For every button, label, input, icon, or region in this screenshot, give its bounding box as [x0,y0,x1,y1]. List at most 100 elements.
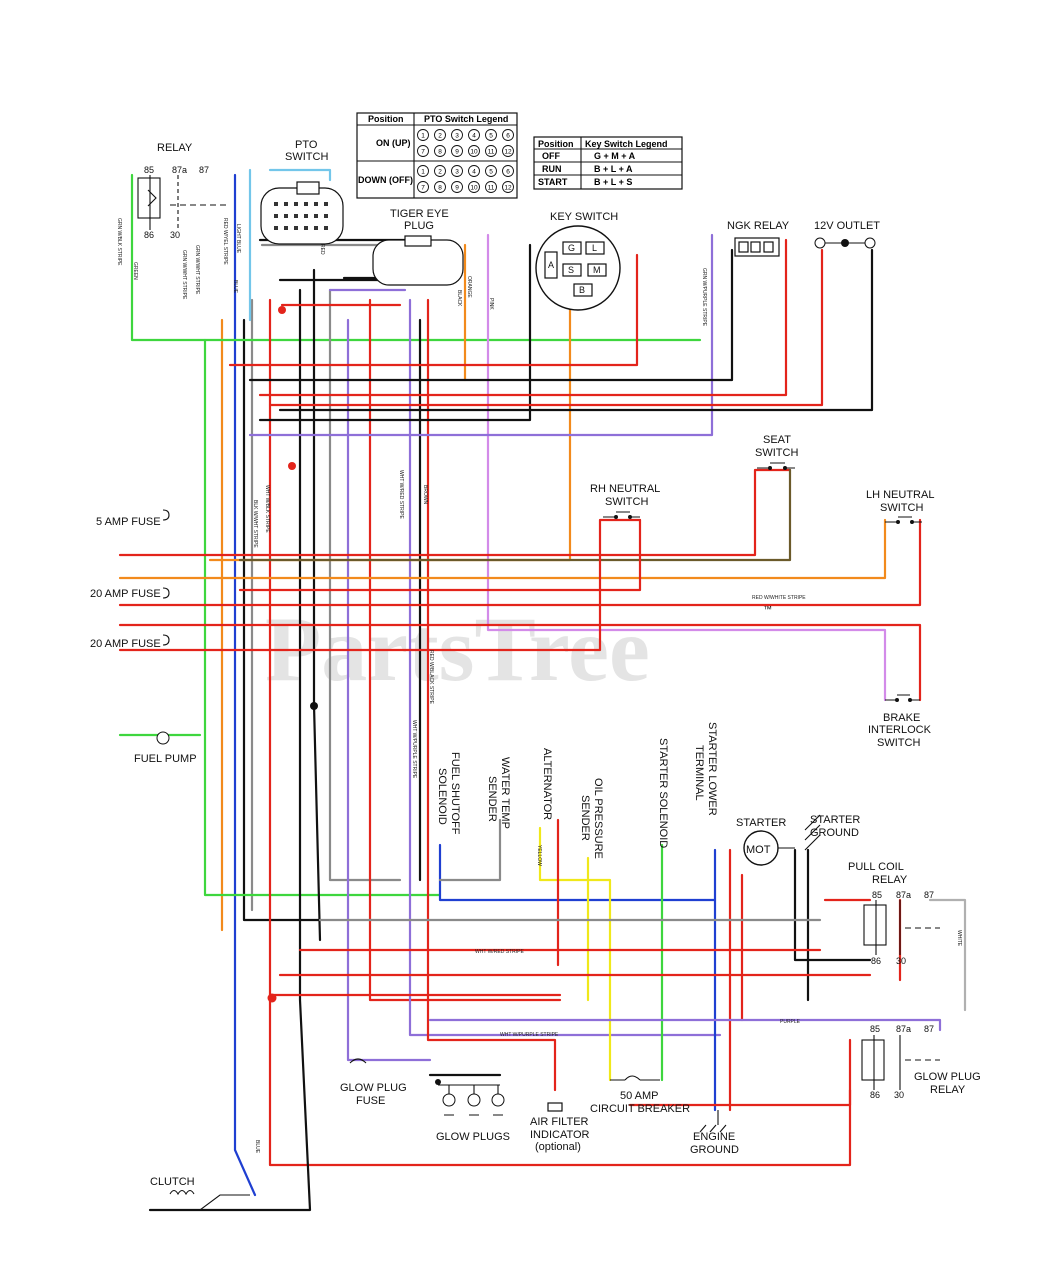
pto-pin-number: 7 [421,149,425,156]
pto-connector-pin [314,202,318,206]
pto-pin-number: 5 [489,169,493,176]
key-pin-s: S [568,265,574,275]
gp-86: 86 [870,1090,880,1100]
pto-pin-circle [417,181,429,193]
brake-label-line1: BRAKE [883,712,920,724]
starter-mot: MOT [746,844,771,856]
fuel-pump-symbol [156,731,170,745]
glow-fuse-label-line1: GLOW PLUG [340,1082,407,1094]
engine-ground-label-line2: GROUND [690,1144,739,1156]
gp-85: 85 [870,1024,880,1034]
pto-pin-circle [468,181,480,193]
starter-lower-label-line1: STARTER LOWER [706,722,718,816]
lh-neutral-label-line2: SWITCH [880,502,923,514]
tag-wht-wred-h: WHT W/RED STRIPE [475,949,524,955]
glow-relay-label-line2: RELAY [930,1084,966,1096]
junction-dots [267,306,441,1085]
wire-tags: GRN W/BLK STRIPE GREEN GRN W/WHT STRIPE … [116,218,962,1154]
air-filter-symbol [547,1102,563,1112]
lh-neutral-label-line1: LH NEUTRAL [866,489,934,501]
pto-connector-pin [274,202,278,206]
lh-neutral-switch-symbol [885,516,922,524]
relay-label: RELAY [157,142,193,154]
pto-pin-circle [502,181,514,193]
pto-connector-pin [294,214,298,218]
pto-pin-circle [468,165,480,177]
tag-wht-wblk: WHT W/BLK STRIPE [264,485,270,533]
pto-connector-pin [304,202,308,206]
fuse-20b-label: 20 AMP FUSE [90,638,161,650]
key-legend-run: RUN [542,164,562,174]
glow-plug-relay-symbol: 85 87a 87 86 30 [861,1024,940,1100]
tag-green: GREEN [132,262,138,280]
key-legend-start: START [538,177,568,187]
tag-blue-2: BLUE [254,1140,260,1154]
component-labels: RELAY PTO SWITCH TIGER EYE PLUG KEY SWIT… [90,139,981,1188]
tag-blk-wwht: BLK W/WHT STRIPE [252,500,258,548]
pto-pin-circle [468,129,480,141]
pto-switch-label-line1: PTO [295,139,318,151]
brake-label-line3: SWITCH [877,737,920,749]
fuel-pump-label: FUEL PUMP [134,753,197,765]
pto-pin-circle [434,129,446,141]
pc-87: 87 [924,890,934,900]
pto-pin-circle [502,145,514,157]
pto-connector-pin [304,214,308,218]
pc-85: 85 [872,890,882,900]
pto-pin-circle [451,165,463,177]
brake-switch-symbol [885,694,920,702]
pto-pin-number: 6 [506,169,510,176]
pto-pin-number: 5 [489,133,493,140]
tag-purple: PURPLE [780,1019,801,1025]
ngk-relay-symbol [734,237,780,257]
relay-87: 87 [199,165,209,175]
seat-switch-symbol [757,462,795,470]
relay-87a: 87a [172,165,187,175]
pto-pin-number: 3 [455,133,459,140]
key-legend-position-header: Position [538,139,574,149]
seat-switch-label-line2: SWITCH [755,447,798,459]
pto-pin-number: 7 [421,185,425,192]
pto-connector-pin [274,214,278,218]
fuse-5-label: 5 AMP FUSE [96,516,161,528]
tiger-eye-plug [372,235,464,286]
pto-connector-pin [314,214,318,218]
pto-pin-circle [502,129,514,141]
rh-neutral-label-line2: SWITCH [605,496,648,508]
fuel-shutoff-label-line2: SOLENOID [436,768,448,825]
tag-red-wyel: RED W/YEL STRIPE [222,218,228,265]
pto-pin-circle [485,181,497,193]
tag-grn-wwht-a: GRN W/WHT STRIPE [181,250,187,300]
tag-red-pto: RED [319,244,325,255]
watermark-tm: ™ [763,604,772,614]
key-switch-symbol: A G L S B M [535,225,621,311]
relay-85: 85 [144,165,154,175]
pto-connector-pin [294,202,298,206]
pto-connector-pin [324,202,328,206]
pto-connector-pin [284,202,288,206]
pto-pin-number: 4 [472,169,476,176]
pull-coil-label-line2: RELAY [872,874,908,886]
starter-ground-label-line2: GROUND [810,827,859,839]
ngk-relay-label: NGK RELAY [727,220,790,232]
tag-red-wblk: RED W/BLACK STRIPE [428,650,434,705]
tiger-eye-label-line2: PLUG [404,220,434,232]
seat-switch-label-line1: SEAT [763,434,791,446]
pto-connector-pin [324,226,328,230]
fuse-20a-label: 20 AMP FUSE [90,588,161,600]
pto-pin-number: 11 [488,185,495,192]
glow-plugs-label: GLOW PLUGS [436,1131,510,1143]
tag-wht-wred: WHT W/RED STRIPE [398,470,404,519]
wire-harness [118,168,967,1212]
pto-pin-number: 11 [488,149,495,156]
relay-30: 30 [170,230,180,240]
pto-pin-number: 10 [470,185,478,192]
water-temp-label-line2: SENDER [486,776,498,822]
pto-pin-number: 1 [421,169,425,176]
pto-pin-circle [485,165,497,177]
key-switch-label: KEY SWITCH [550,211,618,223]
gp-87: 87 [924,1024,934,1034]
tag-white: WHITE [956,930,962,947]
pto-connector-pin [274,226,278,230]
pto-pin-circle [434,181,446,193]
